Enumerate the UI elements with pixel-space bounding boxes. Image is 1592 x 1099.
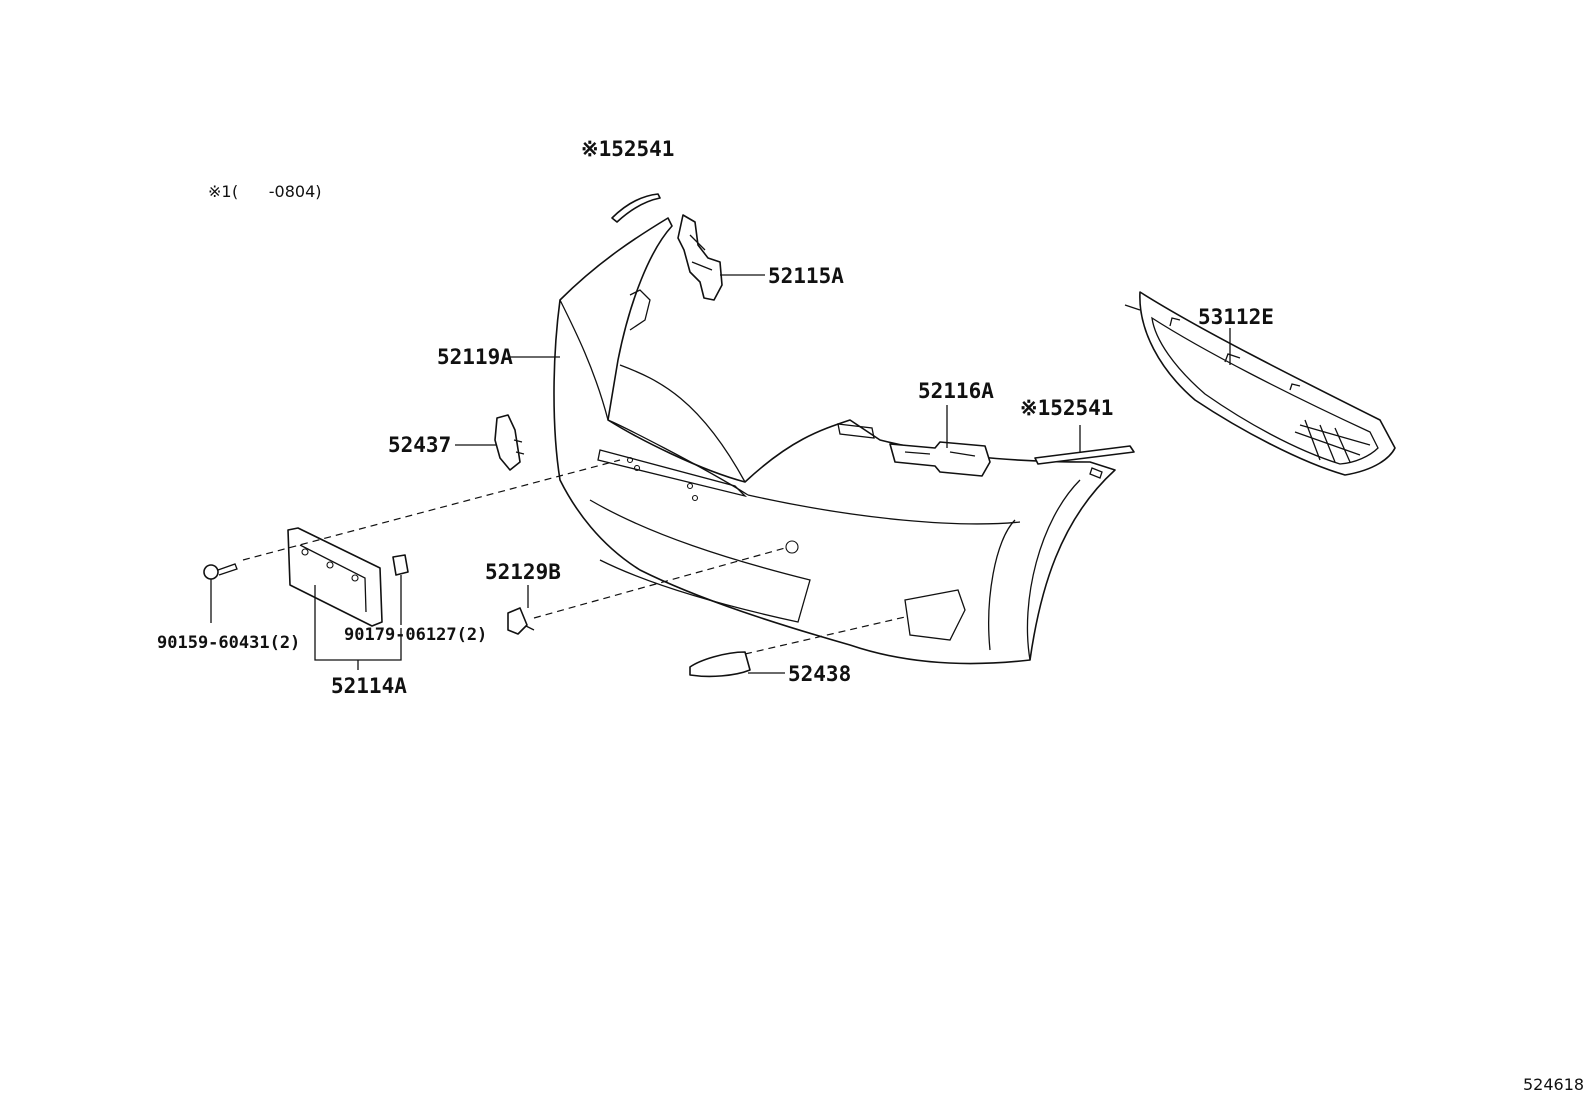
cover-52437	[494, 414, 525, 471]
label-52114A: 52114A	[331, 674, 407, 698]
label-52119A: 52119A	[437, 345, 513, 369]
bracket-52114A	[287, 527, 383, 627]
bracket-52116A	[889, 441, 991, 477]
bracket-52115A	[677, 214, 723, 301]
figure-id: 524618	[1523, 1075, 1584, 1094]
label-52116A: 52116A	[918, 379, 994, 403]
assembly-lines	[242, 459, 906, 655]
label-53112E: 53112E	[1198, 305, 1274, 329]
label-52541-top: ※152541	[581, 137, 674, 161]
molding-52541-top	[611, 193, 661, 223]
note-range: ( -0804)	[232, 182, 322, 201]
label-52115A: 52115A	[768, 264, 844, 288]
cap-52129B	[507, 607, 535, 635]
bumper-cover-52119A	[553, 217, 1116, 665]
label-90179-06127: 90179-06127(2)	[344, 625, 487, 645]
note-marker: ※1	[208, 182, 232, 201]
label-90159-60431: 90159-60431(2)	[157, 633, 300, 653]
label-52541-right: ※152541	[1020, 396, 1113, 420]
grille-53112E	[1124, 291, 1396, 476]
cover-52438	[689, 651, 751, 678]
screw-90159	[203, 563, 238, 580]
label-52129B: 52129B	[485, 560, 561, 584]
clip-nut-90179	[392, 554, 409, 576]
label-52438: 52438	[788, 662, 851, 686]
label-52437: 52437	[388, 433, 451, 457]
molding-52541-right	[1034, 445, 1135, 465]
leader-lines	[210, 274, 1231, 674]
